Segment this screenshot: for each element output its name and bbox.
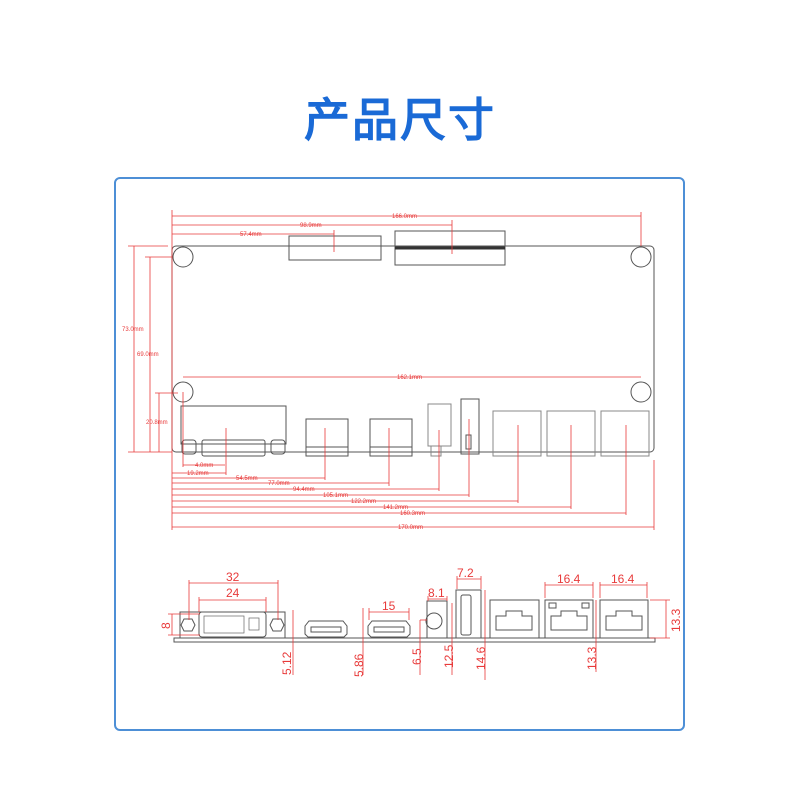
dimension-label: 105.1mm: [323, 493, 348, 499]
dimension-label: 170.0mm: [398, 525, 423, 531]
rj45-port-1: [492, 410, 542, 457]
dimension-label: 54.5mm: [236, 476, 258, 482]
dimension-label: 122.2mm: [351, 499, 376, 505]
mounting-hole: [630, 246, 652, 268]
dimension-label: 162.1mm: [397, 375, 422, 381]
front-view-dimensions: 32 24 8 5.12 5.86 15 6.5 8.1 12.5 7.2 14…: [159, 566, 683, 680]
dimension-label: 4.0mm: [195, 463, 213, 469]
hdmi-connector-2: [367, 620, 411, 638]
dimension-label: 32: [226, 570, 240, 584]
dimension-label: 20.8mm: [146, 420, 168, 426]
dimension-label: 8: [159, 622, 173, 629]
hdmi-port-1: [305, 418, 349, 457]
mounting-hole: [630, 381, 652, 403]
rj45-port-3: [600, 410, 650, 457]
dimension-label: 5.86: [352, 653, 366, 677]
board-top-view: [171, 230, 655, 457]
dimension-label: 16.4: [557, 572, 581, 586]
dimension-label: 13.3: [669, 608, 683, 632]
dimension-label: 19.2mm: [187, 471, 209, 477]
dimension-label: 166.0mm: [392, 214, 417, 220]
rj45-front-3: [599, 599, 649, 639]
usb-front: [455, 589, 482, 639]
dimension-label: 94.4mm: [293, 487, 315, 493]
dimension-label: 141.2mm: [383, 505, 408, 511]
top-view-dimensions: 166.0mm 98.9mm 57.4mm 162.1mm 73.0mm 69.…: [122, 210, 655, 531]
dimension-label: 6.5: [410, 648, 424, 665]
dimension-label: 69.0mm: [137, 352, 159, 358]
dimension-label: 5.12: [280, 651, 294, 675]
usb-port: [460, 398, 480, 455]
dimension-label: 73.0mm: [122, 327, 144, 333]
rj45-front-2: [544, 599, 594, 639]
board-front-view: [173, 589, 656, 643]
dimension-label: 57.4mm: [240, 232, 262, 238]
page-title: 产品尺寸: [304, 93, 496, 147]
dimension-label: 13.3: [585, 646, 599, 670]
dimension-label: 12.5: [442, 644, 456, 668]
screw-icon: [180, 618, 196, 632]
hdmi-port-2: [369, 418, 413, 457]
dimension-label: 8.1: [428, 586, 445, 600]
dimension-label: 77.0mm: [268, 481, 290, 487]
mounting-hole: [172, 246, 194, 268]
dc-jack: [427, 403, 452, 447]
hdmi-connector-1: [304, 620, 348, 638]
dc-jack-front: [426, 600, 448, 639]
rj45-front-1: [489, 599, 540, 639]
dimension-label: 14.6: [474, 646, 488, 670]
dvi-port: [180, 405, 287, 445]
dimension-label: 15: [382, 599, 396, 613]
dimension-label: 98.9mm: [300, 223, 322, 229]
diagram-frame: [114, 177, 685, 731]
dimension-label: 7.2: [457, 566, 474, 580]
dimension-label: 160.3mm: [400, 511, 425, 517]
dimension-label: 24: [226, 586, 240, 600]
dimension-label: 16.4: [611, 572, 635, 586]
screw-icon: [269, 618, 285, 632]
connector-1: [288, 235, 382, 261]
